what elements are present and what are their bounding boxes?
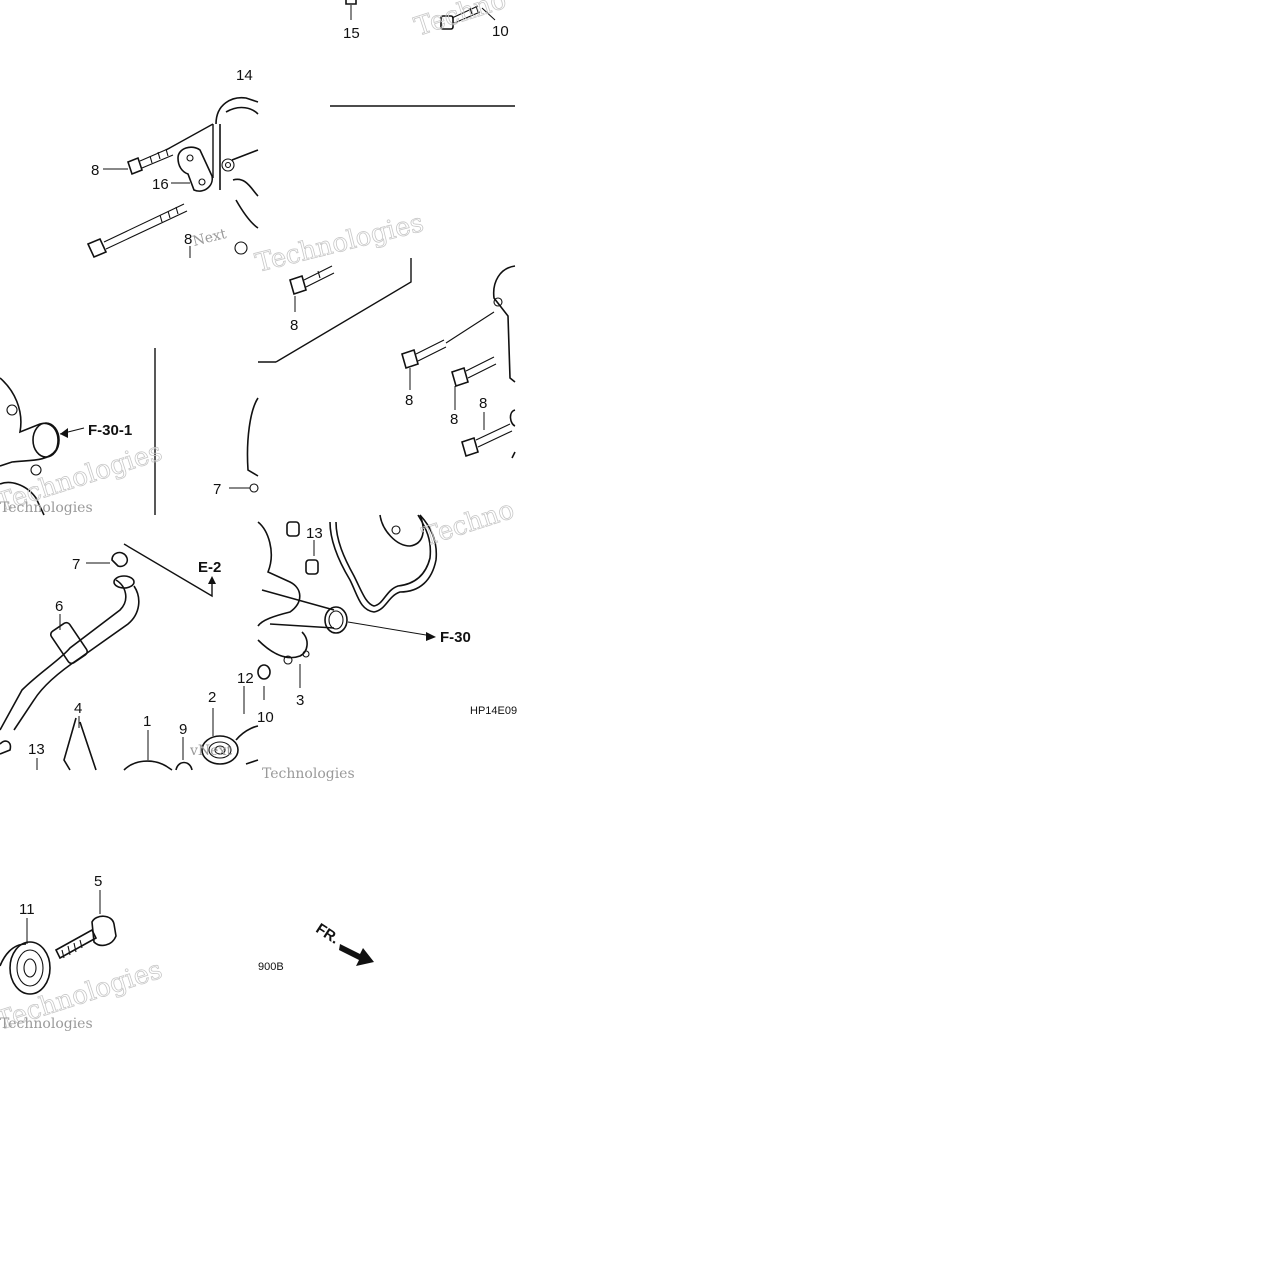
tile-middle-left bbox=[0, 348, 156, 516]
callout: 8 bbox=[405, 392, 413, 409]
callout: 7 bbox=[213, 481, 221, 498]
callout: 13 bbox=[28, 741, 45, 758]
callout: 4 bbox=[74, 700, 82, 717]
callout: 12 bbox=[237, 670, 254, 687]
ref-f30: F-30 bbox=[440, 629, 471, 646]
callout: 3 bbox=[296, 692, 304, 709]
clamp-7 bbox=[86, 551, 129, 568]
callout: 8 bbox=[479, 395, 487, 412]
tile-lower-middle bbox=[243, 514, 438, 714]
callout: 8 bbox=[290, 317, 298, 334]
callout: 11 bbox=[19, 901, 35, 918]
callout: 7 bbox=[72, 556, 80, 573]
tile-lower-left bbox=[0, 543, 259, 771]
bolt-8-m2 bbox=[401, 311, 495, 390]
watermark: Technologies bbox=[252, 208, 426, 279]
watermarks: Techno Technologies Technologies Techno … bbox=[0, 0, 518, 1037]
pump-cover-edge bbox=[492, 265, 516, 459]
callout: 13 bbox=[306, 525, 323, 542]
watermark: Techno bbox=[419, 495, 518, 553]
tile-middle-middle bbox=[229, 258, 516, 493]
callout: 1 bbox=[143, 713, 151, 730]
seal-2 bbox=[201, 708, 239, 765]
shaft-5 bbox=[54, 890, 117, 960]
watermark: vNext bbox=[189, 743, 232, 759]
tile-upper-middle bbox=[330, 0, 515, 107]
impeller-1 bbox=[123, 760, 173, 771]
ref-e2: E-2 bbox=[198, 559, 221, 576]
callout: 16 bbox=[152, 176, 169, 193]
bolt-8-short bbox=[103, 147, 174, 176]
pump-body-left bbox=[0, 377, 59, 516]
gasket-4 bbox=[63, 717, 97, 771]
callout: 10 bbox=[492, 23, 509, 40]
ref-f30-1: F-30-1 bbox=[88, 422, 132, 439]
callout: 14 bbox=[236, 67, 253, 84]
callout: 5 bbox=[94, 873, 102, 890]
bolt-15 bbox=[345, 0, 357, 20]
watermark: Next bbox=[191, 226, 228, 250]
tile-upper-left bbox=[86, 96, 259, 259]
fr-arrow-icon bbox=[339, 944, 374, 966]
fr-label: FR. bbox=[313, 920, 343, 947]
bolt-10 bbox=[440, 5, 496, 30]
tile-bottom-left bbox=[0, 890, 117, 995]
callout: 8 bbox=[450, 411, 458, 428]
front-direction-indicator bbox=[339, 944, 374, 966]
callout: 10 bbox=[257, 709, 274, 726]
callout: 2 bbox=[208, 689, 216, 706]
bolt-8-m4 bbox=[461, 412, 513, 458]
bracket-16 bbox=[177, 146, 214, 192]
water-pump-body bbox=[257, 521, 308, 659]
callout-labels: 15 10 14 8 16 8 8 8 8 8 7 7 6 13 12 10 3… bbox=[19, 23, 509, 918]
bolt-8-long bbox=[86, 203, 188, 259]
pump-cover-upper bbox=[215, 96, 259, 229]
bolt-8-m3 bbox=[451, 356, 497, 410]
watermark: Technologies bbox=[0, 500, 93, 516]
watermark: Technologies bbox=[262, 766, 355, 782]
drawing-code-right: HP14E09 bbox=[470, 705, 517, 717]
callout: 9 bbox=[179, 721, 187, 738]
watermark: Technologies bbox=[0, 1016, 93, 1032]
drawing-code-left: 900B bbox=[258, 961, 284, 973]
bearing-11 bbox=[0, 918, 51, 995]
callout: 8 bbox=[184, 231, 192, 248]
hose-6 bbox=[0, 575, 140, 731]
bolt-8-m1 bbox=[289, 265, 335, 312]
callout: 8 bbox=[91, 162, 99, 179]
callout: 6 bbox=[55, 598, 63, 615]
callout: 15 bbox=[343, 25, 360, 42]
